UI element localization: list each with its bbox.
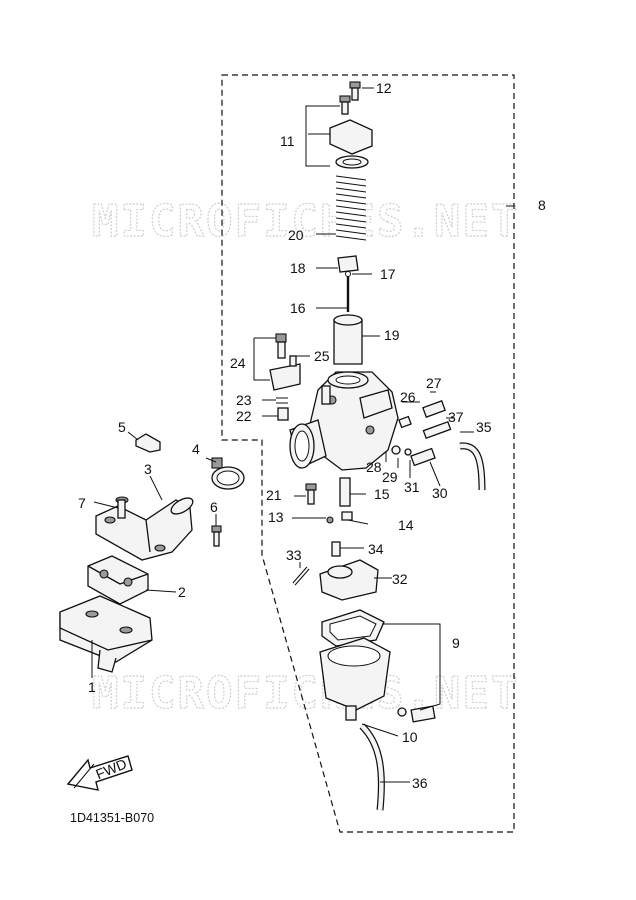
callout-35: 35 <box>476 419 492 435</box>
callout-8: 8 <box>538 197 546 213</box>
callout-19: 19 <box>384 327 400 343</box>
carburetor-body <box>289 371 399 471</box>
callout-27: 27 <box>426 375 442 391</box>
watermark-bottom: MICROFICHES.NET <box>92 668 519 719</box>
callouts: 1 2 3 4 5 6 7 8 9 10 11 12 13 14 15 16 1… <box>78 80 546 791</box>
float-pin-valve <box>292 541 341 586</box>
top-cap <box>329 95 373 169</box>
callout-26: 26 <box>400 389 416 405</box>
callout-36: 36 <box>412 775 428 791</box>
callout-6: 6 <box>210 499 218 515</box>
needle-retainer <box>337 255 359 273</box>
jet-needle <box>345 271 351 312</box>
callout-21: 21 <box>266 487 282 503</box>
intake-pipe <box>95 497 194 561</box>
throttle-spring <box>335 172 367 244</box>
callout-2: 2 <box>178 584 186 600</box>
manifold-base <box>59 595 153 673</box>
callout-29: 29 <box>382 469 398 485</box>
callout-16: 16 <box>290 300 306 316</box>
callout-34: 34 <box>368 541 384 557</box>
callout-25: 25 <box>314 348 330 364</box>
fwd-label: FWD <box>93 755 129 782</box>
callout-13: 13 <box>268 509 284 525</box>
callout-22: 22 <box>236 408 252 424</box>
forward-arrow-icon: FWD <box>66 755 133 791</box>
lower-jets <box>305 477 353 524</box>
callout-17: 17 <box>380 266 396 282</box>
pilot-screw-set <box>269 333 301 421</box>
callout-20: 20 <box>288 227 304 243</box>
callout-1: 1 <box>88 679 96 695</box>
callout-15: 15 <box>374 486 390 502</box>
callout-37: 37 <box>448 409 464 425</box>
watermark-top: MICROFICHES.NET <box>92 196 519 247</box>
callout-9: 9 <box>452 635 460 651</box>
callout-23: 23 <box>236 392 252 408</box>
diagram-code: 1D41351-B070 <box>70 811 154 825</box>
callout-14: 14 <box>398 517 414 533</box>
side-fittings <box>391 400 452 467</box>
screw-12 <box>349 81 361 101</box>
float-bowl-gasket <box>321 609 385 647</box>
callout-12: 12 <box>376 80 392 96</box>
callout-32: 32 <box>392 571 408 587</box>
callout-31: 31 <box>404 479 420 495</box>
callout-28: 28 <box>366 459 382 475</box>
callout-30: 30 <box>432 485 448 501</box>
callout-3: 3 <box>144 461 152 477</box>
callout-24: 24 <box>230 355 246 371</box>
float <box>319 559 379 601</box>
callout-5: 5 <box>118 419 126 435</box>
leader-lines <box>91 87 514 783</box>
callout-11: 11 <box>280 133 295 149</box>
screw-6 <box>211 525 222 547</box>
callout-10: 10 <box>402 729 418 745</box>
callout-18: 18 <box>290 260 306 276</box>
callout-7: 7 <box>78 495 86 511</box>
bolt-7 <box>115 496 129 519</box>
callout-33: 33 <box>286 547 302 563</box>
float-bowl <box>319 637 436 723</box>
clip <box>135 433 161 453</box>
throttle-valve <box>333 314 363 365</box>
hose-clamp <box>211 457 245 490</box>
callout-4: 4 <box>192 441 200 457</box>
